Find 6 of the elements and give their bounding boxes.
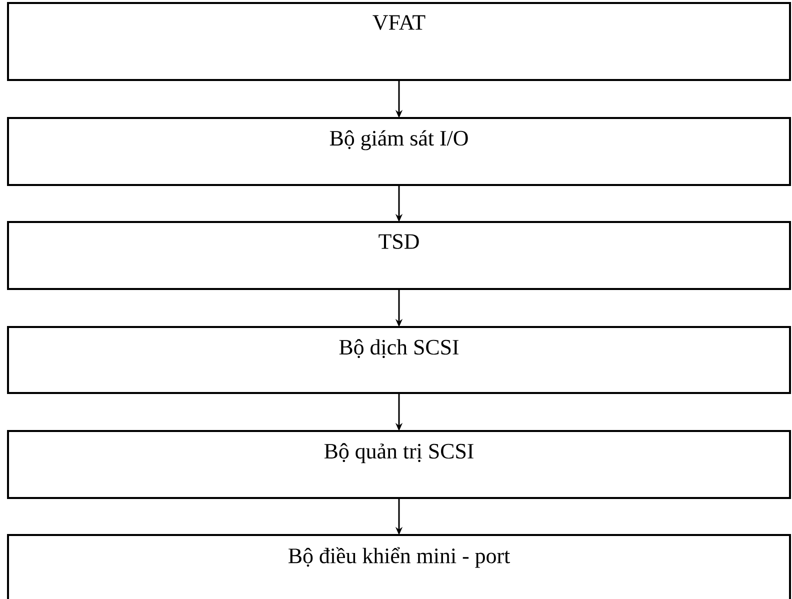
- process-box: Bộ quản trị SCSI: [7, 430, 791, 499]
- process-box: Bộ điều khiển mini - port: [7, 534, 791, 599]
- process-box: VFAT: [7, 2, 791, 81]
- process-box: Bộ dịch SCSI: [7, 326, 791, 394]
- process-box: TSD: [7, 220, 791, 290]
- process-box: Bộ giám sát I/O: [7, 116, 791, 186]
